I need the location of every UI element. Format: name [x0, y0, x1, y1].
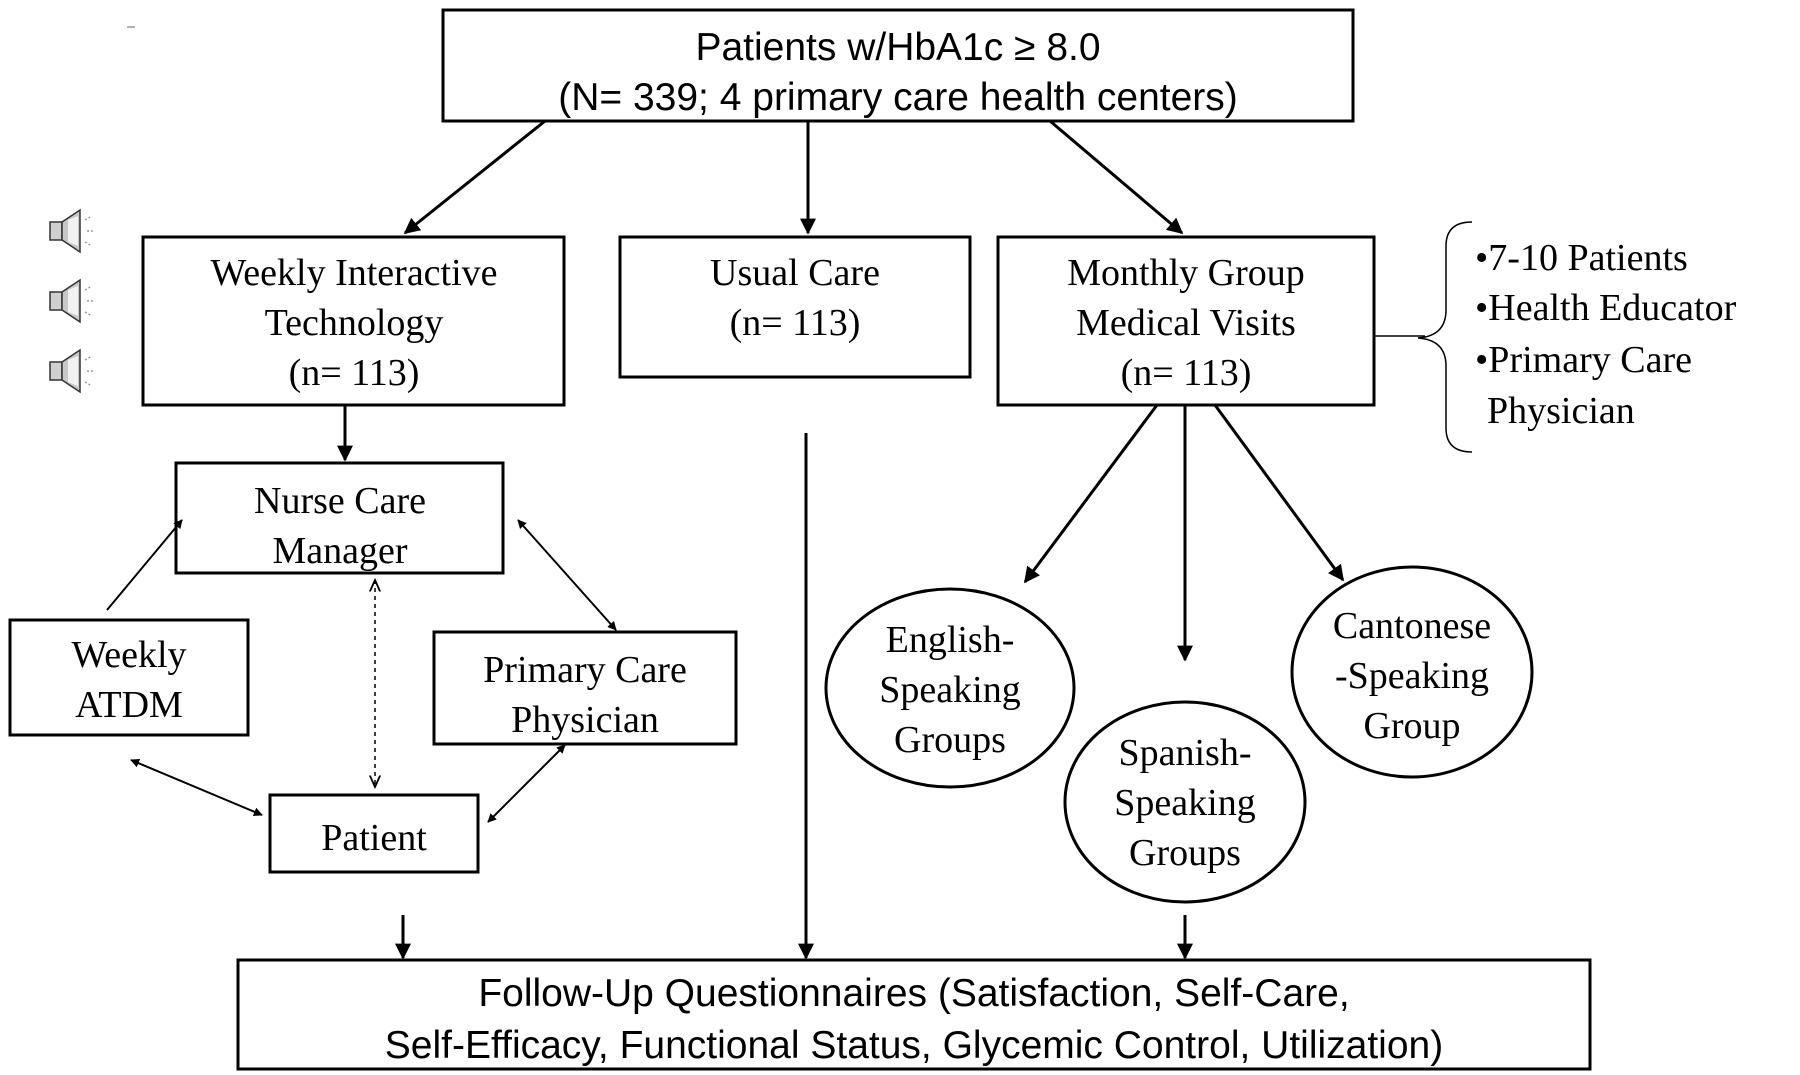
english-line1: English- [886, 619, 1015, 661]
usual-care-count: (n= 113) [730, 302, 861, 344]
weekly-title-line1: Weekly Interactive [210, 252, 497, 294]
monthly-count: (n= 113) [1121, 352, 1252, 394]
atdm-line1: Weekly [71, 634, 186, 676]
population-detail: (N= 339; 4 primary care health centers) [558, 76, 1238, 119]
english-speaking-group: English- Speaking Groups [824, 587, 1076, 789]
curly-brace [1417, 221, 1473, 453]
monthly-title-line2: Medical Visits [1076, 302, 1296, 344]
population-title: Patients w/HbA1c ≥ 8.0 [695, 26, 1100, 69]
arrow-atdm-to-nurse [106, 519, 183, 611]
weekly-atdm-box: Weekly ATDM [8, 618, 250, 737]
follow-up-box: Follow-Up Questionnaires (Satisfaction, … [236, 958, 1592, 1071]
weekly-count: (n= 113) [289, 352, 420, 394]
speaker-icon[interactable] [49, 208, 95, 254]
nurse-line1: Nurse Care [254, 480, 426, 522]
english-line2: Speaking [879, 669, 1020, 711]
detail-item: Physician [1487, 390, 1635, 432]
pcp-line2: Physician [511, 699, 659, 741]
spanish-line3: Groups [1129, 832, 1241, 874]
usual-care-box: Usual Care (n= 113) [618, 235, 972, 379]
detail-item: •Primary Care [1475, 339, 1692, 381]
arrow-to-english [1023, 404, 1159, 584]
english-line3: Groups [894, 719, 1006, 761]
cantonese-line1: Cantonese [1333, 605, 1491, 647]
monthly-title-line1: Monthly Group [1067, 252, 1305, 294]
atdm-line2: ATDM [75, 684, 183, 726]
spanish-line1: Spanish- [1119, 732, 1252, 774]
arrow-patient-pcp [487, 744, 566, 823]
nurse-care-manager-box: Nurse Care Manager [174, 461, 505, 575]
speaker-icon[interactable] [49, 348, 95, 394]
follow-up-line1: Follow-Up Questionnaires (Satisfaction, … [478, 972, 1349, 1015]
cantonese-line3: Group [1363, 705, 1460, 747]
monthly-group-box: Monthly Group Medical Visits (n= 113) [996, 235, 1376, 407]
spanish-speaking-group: Spanish- Speaking Groups [1063, 700, 1307, 904]
cantonese-line2: -Speaking [1335, 655, 1489, 697]
arrow-to-monthly [1049, 119, 1184, 235]
arrow-atdm-patient [130, 758, 263, 817]
follow-up-line2: Self-Efficacy, Functional Status, Glycem… [385, 1024, 1443, 1067]
spanish-line2: Speaking [1114, 782, 1255, 824]
detail-item: •Health Educator [1475, 287, 1737, 329]
arrow-to-weekly [403, 119, 546, 235]
weekly-title-line2: Technology [265, 302, 444, 344]
population-box: Patients w/HbA1c ≥ 8.0 (N= 339; 4 primar… [441, 8, 1355, 123]
pcp-line1: Primary Care [483, 649, 687, 691]
weekly-technology-box: Weekly Interactive Technology (n= 113) [141, 235, 566, 407]
arrow-to-cantonese [1213, 404, 1345, 582]
arrow-nurse-pcp [517, 519, 617, 631]
patient-label: Patient [321, 817, 427, 859]
speaker-icon[interactable] [49, 278, 95, 324]
patient-box: Patient [268, 793, 480, 874]
cantonese-speaking-group: Cantonese -Speaking Group [1290, 565, 1534, 779]
monthly-details-list: •7-10 Patients •Health Educator •Primary… [1475, 237, 1737, 432]
primary-care-physician-box: Primary Care Physician [432, 630, 738, 746]
nurse-line2: Manager [272, 530, 407, 572]
usual-care-title: Usual Care [710, 252, 880, 294]
detail-item: •7-10 Patients [1475, 237, 1688, 279]
